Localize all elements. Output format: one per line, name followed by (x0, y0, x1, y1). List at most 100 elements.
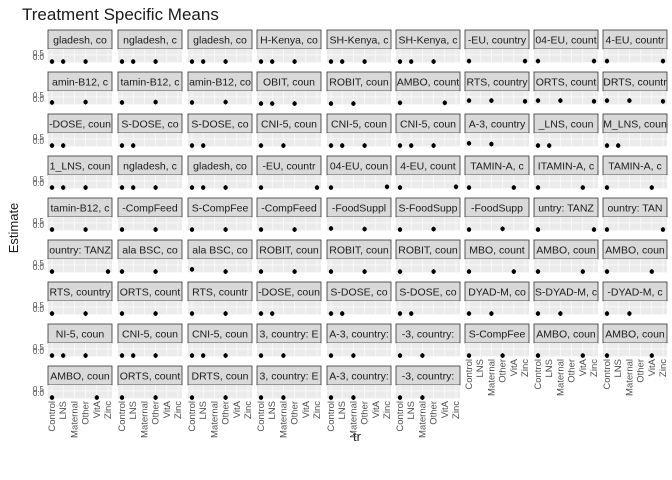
x-tick-label: Zinc (243, 401, 254, 419)
facet-panel: CNI-5, coun (117, 323, 183, 359)
x-axis-label: tr (353, 429, 362, 444)
facet-plot-area (327, 133, 391, 147)
data-point (511, 185, 516, 190)
data-point (223, 311, 228, 316)
data-point (604, 311, 610, 316)
x-tick-label: Other (221, 401, 232, 425)
facet-panel: ROBIT, coun (326, 239, 392, 275)
x-tick-label: Maternal (417, 401, 428, 438)
data-point (258, 227, 264, 232)
chart-title: Treatment Specific Means (22, 5, 219, 24)
facet-panel: S-DOSE, co (395, 281, 461, 317)
facet-strip-label: RTS, countr (192, 287, 248, 299)
facet-strip-label: S-DOSE, co (191, 119, 248, 131)
facet-plot-area (327, 217, 391, 231)
facet-strip-label: -CompFeed (122, 203, 178, 215)
facet-strip-label: -DOSE, coun (49, 119, 111, 131)
data-point (431, 59, 436, 64)
facet-plot-area (465, 343, 529, 357)
facet-plot-area (257, 133, 321, 147)
facet-panel: SH-Kenya, c (395, 29, 461, 65)
data-point (223, 99, 228, 105)
facet-panel: ORTS, count (533, 71, 599, 105)
facet-strip-label: S-DOSE, co (330, 287, 387, 299)
facet-strip-label: ROBIT, coun (259, 245, 319, 257)
x-tick-label: LNS (337, 401, 348, 419)
data-point (397, 269, 403, 274)
facet-strip-label: -3, country: (402, 371, 455, 383)
data-point (558, 311, 563, 316)
data-point (535, 227, 541, 232)
facet-panel: A-3, country (464, 113, 530, 147)
data-point (500, 226, 505, 231)
facet-strip-label: AMBO, coun (605, 329, 665, 341)
facet-panel: -EU, countr (256, 155, 322, 191)
facet-panel: 04-EU, coun (326, 155, 392, 191)
x-tick-label: Other (81, 401, 92, 425)
x-tick-label: LNS (198, 401, 209, 419)
data-point (535, 353, 541, 358)
data-point (49, 143, 55, 148)
facet-plot-area (603, 343, 667, 357)
facet-strip-label: gladesh, co (193, 35, 247, 47)
data-point (119, 100, 125, 105)
data-point (258, 143, 264, 148)
facet-plot-area (118, 91, 182, 105)
data-point (83, 311, 88, 316)
data-point (397, 227, 403, 232)
data-point (292, 59, 297, 64)
facet-panel: gladesh, co (187, 155, 253, 191)
facet-panel: ngladesh, c (117, 155, 183, 191)
facet-panel: CNI-5, coun (256, 113, 322, 149)
y-tick-label: 0.5 (33, 259, 45, 268)
facet-plot-area (327, 175, 391, 189)
facet-strip-label: 04-EU, coun (330, 161, 389, 173)
facet-panel: ORTS, count (117, 365, 183, 401)
facet-panel: M_LNS, coun (602, 113, 668, 149)
facet-plot-area (118, 385, 182, 399)
data-point (328, 226, 334, 231)
facet-panel: _LNS, coun (533, 113, 599, 149)
facet-panel: -3, country: (395, 365, 461, 401)
data-point (258, 269, 264, 274)
x-tick-label: Control (533, 359, 544, 390)
facet-strip-label: -FoodSuppl (332, 203, 386, 215)
x-tick-label: Control (602, 359, 613, 390)
facet-panel: 3, country: E (256, 323, 322, 359)
facet-panel: DRTS, coun (187, 365, 253, 401)
facet-plot-area (188, 217, 252, 231)
facet-panel: MBO, count (464, 239, 530, 275)
facet-strip-label: amin-B12, c (52, 77, 108, 89)
data-point (49, 185, 55, 190)
facet-panel: -CompFeed (256, 197, 322, 233)
facet-strip-label: -EU, country (468, 35, 527, 47)
data-point (83, 227, 88, 232)
data-point (511, 269, 516, 274)
y-tick-label: 0.5 (33, 217, 45, 226)
data-point (604, 227, 610, 232)
facet-strip-label: 1_LNS, coun (50, 161, 111, 173)
data-point (351, 353, 356, 358)
x-tick-label: VitA (371, 400, 382, 418)
data-point (340, 59, 345, 64)
facet-panel: ala BSC, co (187, 239, 253, 275)
data-point (201, 353, 206, 358)
facet-strip-label: ORTS, count (536, 77, 597, 89)
facet-panel: AMBO, coun (533, 323, 599, 359)
facet-strip-label: TAMIN-A, c (470, 161, 523, 173)
data-point (292, 269, 297, 274)
y-tick-label: 0.0 (33, 305, 45, 314)
facet-panel: H-Kenya, co (256, 29, 322, 65)
data-point (119, 59, 125, 64)
data-point (189, 100, 195, 105)
x-tick-label: Zinc (520, 359, 531, 377)
data-point (397, 143, 403, 148)
facet-strip-label: 04-EU, count (535, 35, 596, 47)
data-point (258, 101, 264, 106)
y-tick-label: 0.5 (33, 385, 45, 394)
data-point (328, 59, 334, 64)
data-point (627, 311, 632, 316)
